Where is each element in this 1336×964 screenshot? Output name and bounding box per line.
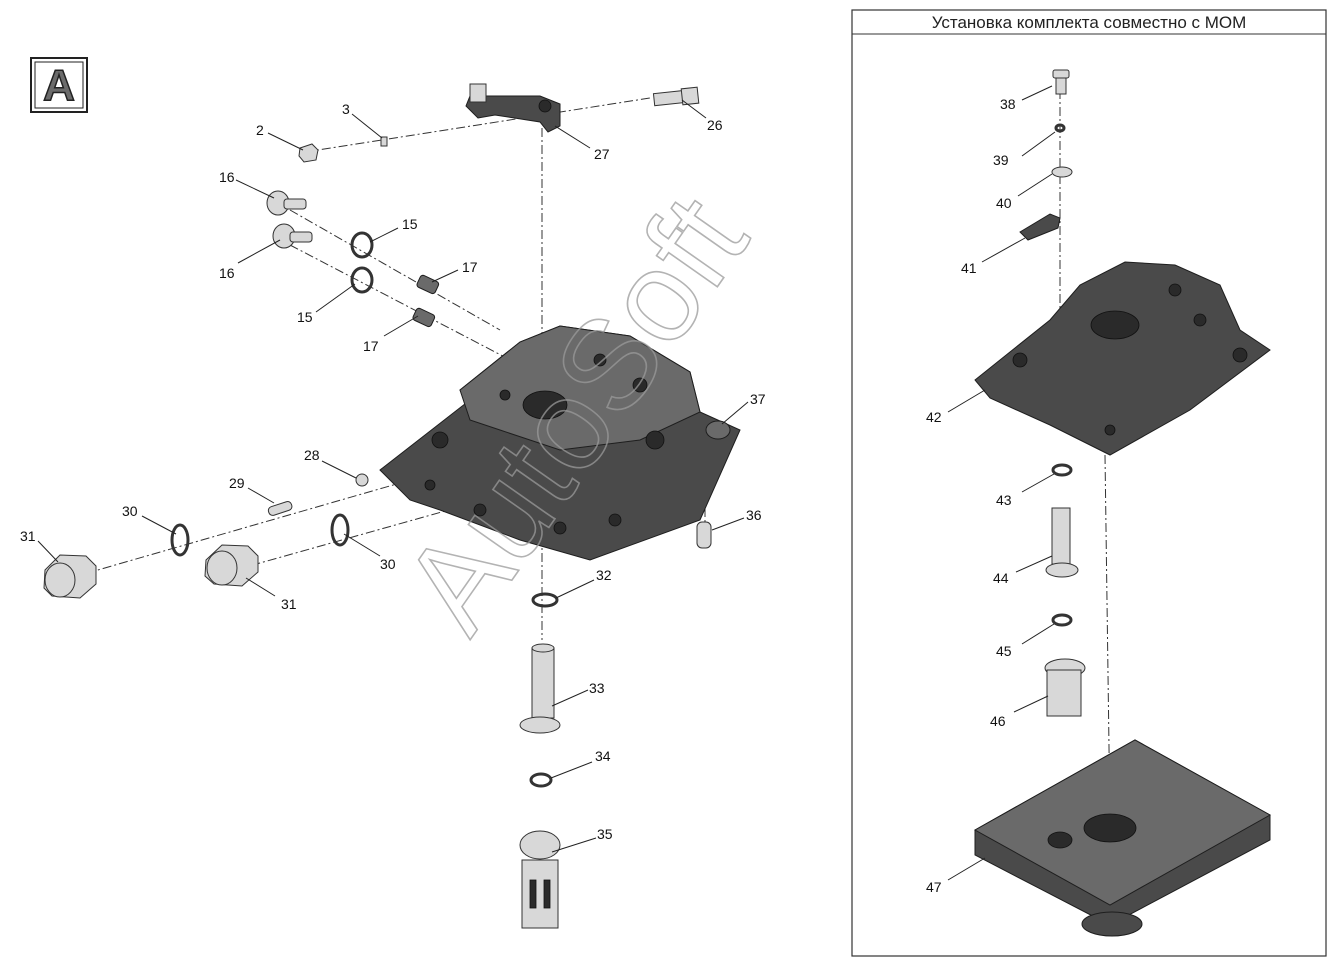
part-43-circlip [1051,463,1073,477]
view-label: A [43,61,75,110]
part-34-washer [529,772,553,788]
callout-27: 27 [594,146,610,162]
callout-26: 26 [707,117,723,133]
view-label-box: A [30,57,88,113]
part-26-bolt [652,86,700,107]
part-16-fitting-lower [272,223,313,249]
callout-3: 3 [342,101,350,117]
callout-37: 37 [750,391,766,407]
part-30-washer-left [170,523,190,557]
callout-47: 47 [926,879,942,895]
callout-17-upper: 17 [462,259,478,275]
callout-32: 32 [596,567,612,583]
callout-40: 40 [996,195,1012,211]
part-41-lever [1019,213,1061,241]
callout-2: 2 [256,122,264,138]
part-32-circlip [531,592,559,608]
callout-39: 39 [993,152,1009,168]
part-29-pin [267,501,293,516]
part-15-ring-lower [350,266,374,294]
callout-46: 46 [990,713,1006,729]
part-16-fitting-upper [266,190,307,216]
callout-28: 28 [304,447,320,463]
callout-16-upper: 16 [219,169,235,185]
callout-15-upper: 15 [402,216,418,232]
part-46-selector [1044,658,1086,717]
part-15-ring-upper [350,231,374,259]
callout-15-lower: 15 [297,309,313,325]
callout-44: 44 [993,570,1009,586]
part-39-washer [1054,123,1066,133]
kit-panel: Установка комплекта совместно с МОМ [851,9,1327,957]
part-33-shaft [519,643,561,734]
part-37-plug [705,420,731,440]
part-35-selector [519,830,561,929]
callout-17-lower: 17 [363,338,379,354]
part-31-cap-left [43,554,97,599]
part-45-washer [1051,613,1073,627]
part-42-housing [974,261,1271,456]
callout-45: 45 [996,643,1012,659]
callouts: 2 3 26 27 16 16 15 15 17 17 37 28 29 30 … [20,96,1016,895]
main-housing [379,325,741,561]
callout-36: 36 [746,507,762,523]
callout-30-left: 30 [122,503,138,519]
part-31-cap-right [204,544,259,587]
part-3-pin [380,136,388,147]
part-38-bolt [1052,69,1070,95]
part-2-nut [298,143,319,163]
panel-title: Установка комплекта совместно с МОМ [932,13,1247,32]
part-28-ball [355,473,369,487]
callout-31-right: 31 [281,596,297,612]
callout-33: 33 [589,680,605,696]
callout-35: 35 [597,826,613,842]
callout-41: 41 [961,260,977,276]
callout-34: 34 [595,748,611,764]
callout-43: 43 [996,492,1012,508]
part-47-plate [973,739,1272,937]
leader-lines [37,85,1056,881]
callout-30-right: 30 [380,556,396,572]
callout-16-lower: 16 [219,265,235,281]
part-17-spring-lower [412,307,436,328]
part-44-shaft [1045,507,1079,578]
part-40-washer [1051,166,1073,178]
part-27-lever [465,83,561,133]
callout-38: 38 [1000,96,1016,112]
callout-42: 42 [926,409,942,425]
part-17-spring-upper [416,274,440,295]
callout-29: 29 [229,475,245,491]
part-30-washer-right [330,513,350,547]
callout-31-left: 31 [20,528,36,544]
part-36-pin [696,521,712,549]
watermark: AutoSoft [376,172,775,656]
